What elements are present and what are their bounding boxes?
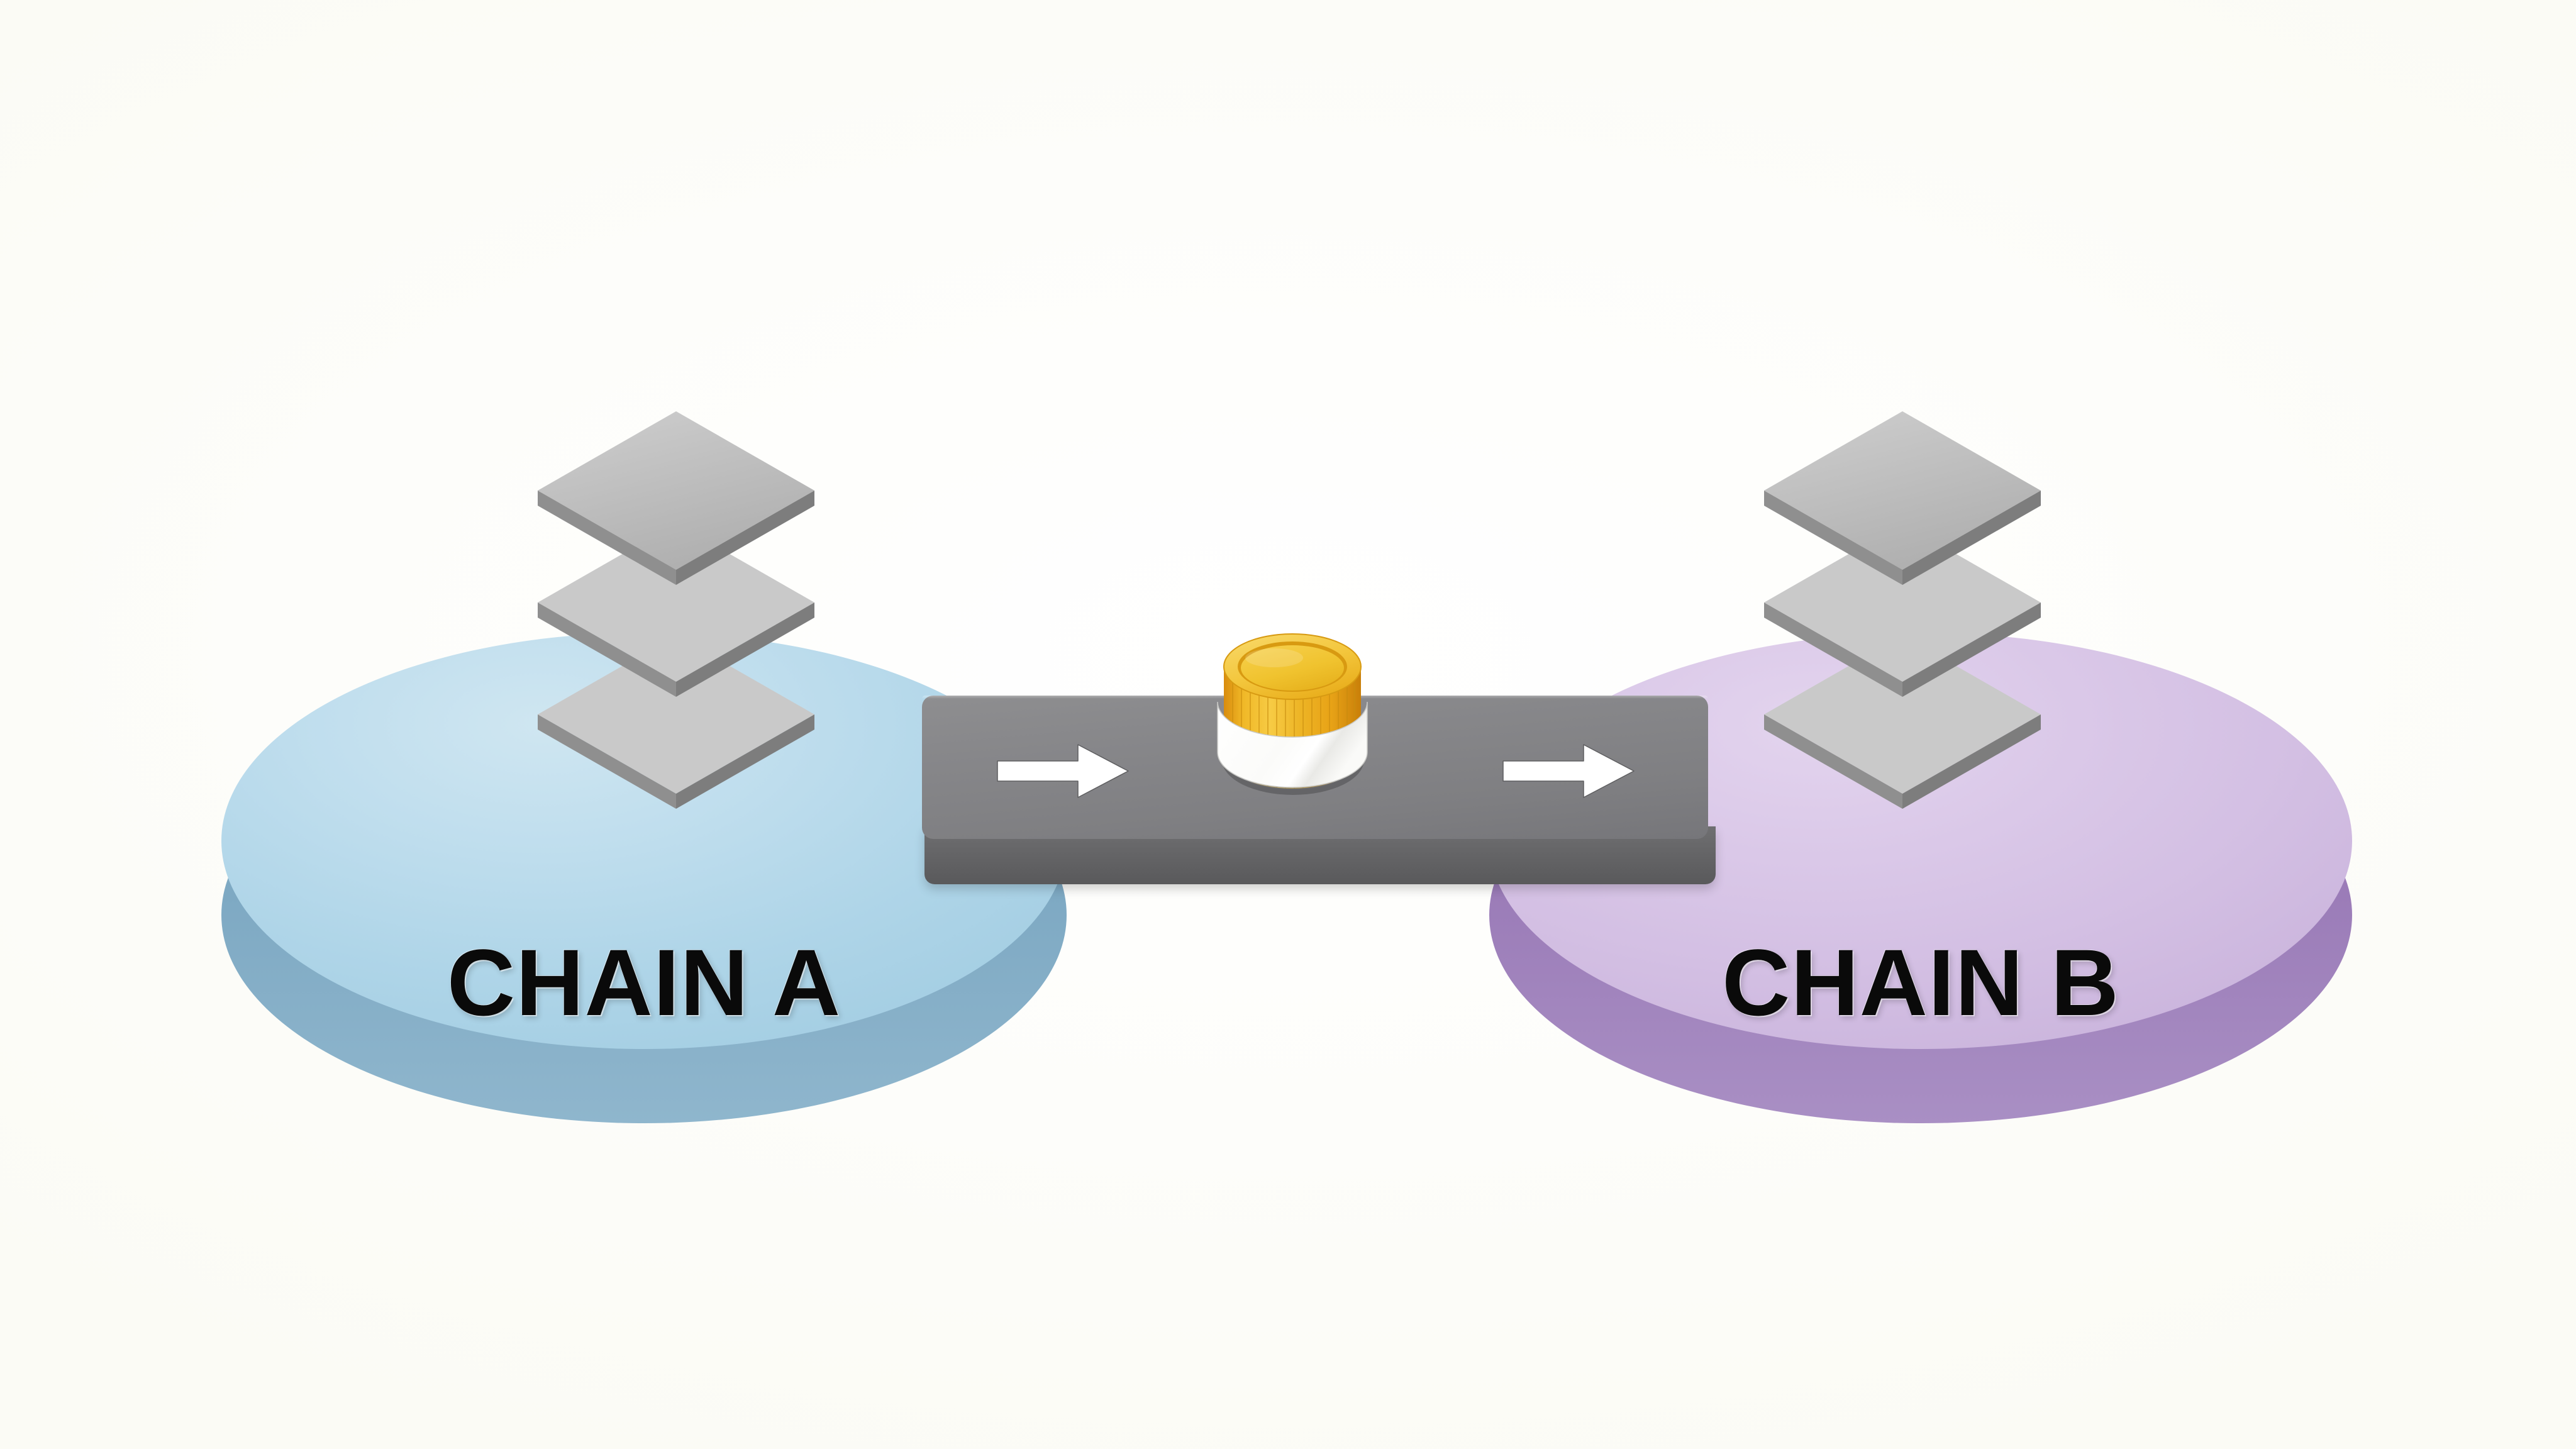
transfer-arrow-icon — [995, 742, 1131, 800]
block-cube-top — [1758, 396, 2047, 585]
gold-token-icon[interactable] — [1214, 626, 1371, 828]
block-cube-bottom — [1758, 620, 2047, 809]
block-cube-middle — [1758, 508, 2047, 697]
block-stack-chain-a[interactable] — [531, 396, 821, 836]
block-cube-middle — [531, 508, 821, 697]
transfer-arrow-icon — [1501, 742, 1636, 800]
block-stack-chain-b[interactable] — [1758, 396, 2047, 836]
block-cube-bottom — [531, 620, 821, 809]
block-cube-top — [531, 396, 821, 585]
